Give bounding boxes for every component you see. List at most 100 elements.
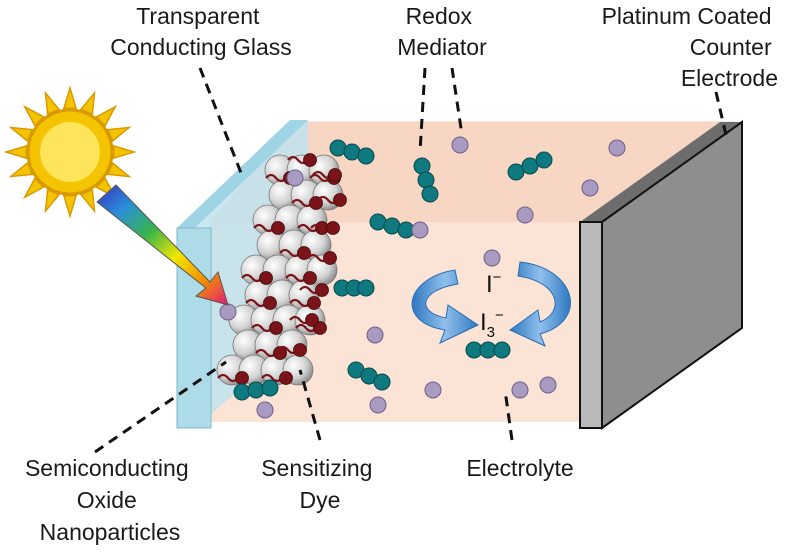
glass-top [177,120,308,228]
iodide-ion [424,381,442,399]
dye-tail [285,273,307,283]
triiodide-atom [421,185,439,203]
sun-ray [22,177,45,200]
triiodide-atom [247,381,265,399]
dye-molecule [315,283,329,297]
dye-tail [309,173,331,183]
iodide-ion [286,169,304,187]
sun-ray [79,188,96,214]
sun-ray [8,161,34,178]
dye-molecule [326,221,340,235]
sun-ray [62,194,78,219]
iodide-ion [256,401,274,419]
light-ray-icon [96,184,229,306]
svg-text:I3−: I3− [480,307,504,341]
dye-tail [279,248,301,258]
dye-molecule [293,343,307,357]
dye-molecule [328,168,342,182]
leader-sensitizing-dye [298,369,322,441]
sun-ray [44,188,61,214]
dye-molecule [271,221,285,235]
label-semiconducting-oxide-nanoparticles: Semiconducting Oxide Nanoparticles [25,455,195,545]
triiodide-atom [343,143,361,161]
dye-molecule [263,296,277,310]
iodide-ion [516,206,534,224]
triiodide-atom [357,279,375,297]
dye-tail [289,298,311,308]
triiodide-atom [413,157,431,175]
dye-tail [251,323,273,333]
iodide-ion [219,303,237,321]
leader-electrolyte [503,389,514,441]
leader-lines [94,67,728,454]
label-electrolyte: Electrolyte [466,455,573,481]
iodide-ion [539,376,557,394]
dye-molecule [235,371,249,385]
triiodide-atom [261,379,279,397]
dye-molecule [323,251,337,265]
triiodide-atom [329,139,347,157]
iodide-ion [366,326,384,344]
electrode-front [579,221,603,429]
iodide-ion [411,221,429,239]
triiodide-atom [357,147,375,165]
iodide-ion [483,249,501,267]
electrode-top [580,122,742,222]
iodide-ion [511,381,529,399]
triiodide-atom [493,341,511,359]
particle-layer [216,136,626,419]
svg-text:I−: I− [486,269,502,298]
dye-molecule [333,193,347,207]
dye-molecule [259,271,273,285]
dye-tail [217,373,239,383]
redox-arrow-right [509,261,571,347]
label-transparent-conducting-glass: Transparent Conducting Glass [110,3,292,60]
iodide-label: I− [486,269,502,298]
label-redox-mediator: Redox Mediator [397,3,487,60]
sun-ray [44,90,61,116]
triiodide-atom [373,373,391,391]
leader-counter-electrode [714,91,728,136]
dye-molecule [303,153,317,167]
sun-ray [79,90,96,116]
triiodide-atom [535,151,553,169]
dye-molecule [305,313,319,327]
iodide-ion [451,136,469,154]
dye-molecule [297,246,311,260]
iodide-ion [369,396,387,414]
dye-molecule [273,346,287,360]
leader-semiconducting [94,360,227,454]
triiodide-atom [233,383,251,401]
sun-ray [95,104,118,127]
sun-ray [112,144,137,160]
iodide-ion [581,179,599,197]
sun-ray [106,126,132,143]
label-sensitizing-dye: Sensitizing Dye [261,455,379,513]
triiodide-atom [417,171,435,189]
dye-tail [297,223,319,233]
redox-arrow-left [411,269,480,344]
dye-molecule [279,371,293,385]
dye-tail [261,373,283,383]
sun-ray [106,161,132,178]
redox-cycle-arrow-icon [411,261,571,347]
leader-redox-mediator-1 [418,67,427,153]
sun-ray [8,126,34,143]
dye-tail [253,223,275,233]
dye-molecule [303,271,317,285]
sun-ray [62,85,78,110]
triiodide-label: I3− [480,307,504,341]
dye-tail [291,198,313,208]
sun-ray [22,104,45,127]
counter-electrode [579,120,743,430]
sun-ray [3,144,28,160]
leader-transparent-glass [198,67,245,179]
triiodide-atom [369,213,387,231]
sun-icon [3,85,137,219]
dye-tail [265,173,287,183]
iodide-ion [608,139,626,157]
dye-molecule [269,321,283,335]
leader-redox-mediator-2 [450,67,464,136]
dye-tail [245,298,267,308]
